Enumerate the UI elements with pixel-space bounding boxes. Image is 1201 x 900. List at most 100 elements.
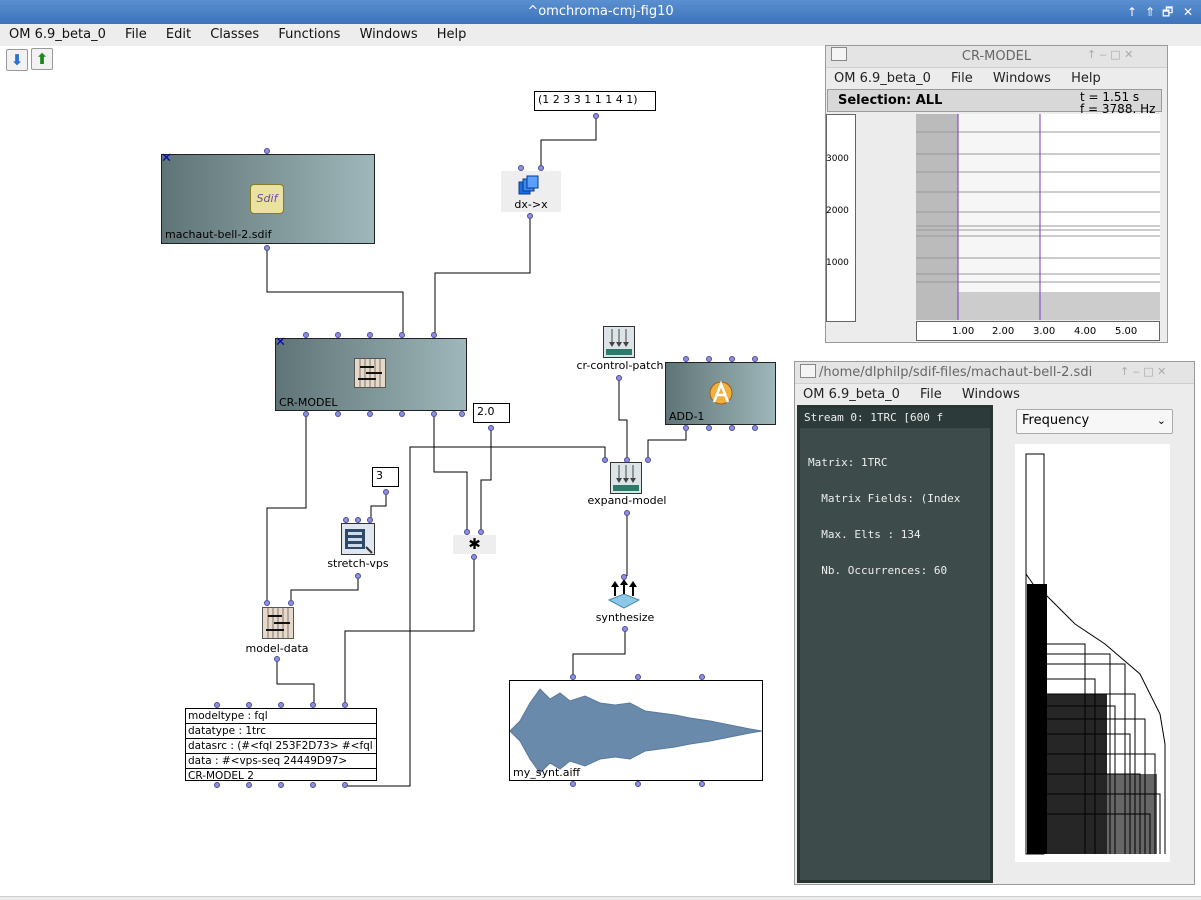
outlet[interactable] — [624, 510, 630, 516]
outlet[interactable] — [622, 626, 628, 632]
inlet[interactable] — [367, 332, 373, 338]
outlet[interactable] — [593, 113, 599, 119]
window-menu-icon[interactable] — [831, 47, 847, 61]
window-maximize-button[interactable]: 🗗 — [1162, 5, 1174, 19]
inlet[interactable] — [706, 356, 712, 362]
menu-om[interactable]: OM 6.9_beta_0 — [834, 71, 931, 86]
down-arrow-icon[interactable]: ⬇ — [6, 49, 28, 71]
menu-om[interactable]: OM 6.9_beta_0 — [9, 27, 106, 42]
inlet[interactable] — [464, 529, 470, 535]
menu-help[interactable]: Help — [436, 27, 467, 42]
inlet[interactable] — [683, 356, 689, 362]
outlet[interactable] — [303, 411, 309, 417]
outlet[interactable] — [635, 781, 641, 787]
inlet[interactable] — [214, 702, 220, 708]
menu-functions[interactable]: Functions — [278, 27, 341, 42]
outlet[interactable] — [399, 411, 405, 417]
inlet[interactable] — [288, 600, 294, 606]
menu-windows[interactable]: Windows — [359, 27, 418, 42]
inlet[interactable] — [335, 332, 341, 338]
outlet[interactable] — [264, 245, 270, 251]
inlet[interactable] — [538, 165, 544, 171]
outlet[interactable] — [342, 782, 348, 788]
menu-edit[interactable]: Edit — [165, 27, 192, 42]
inlet[interactable] — [264, 148, 270, 154]
menu-file[interactable]: File — [919, 387, 942, 402]
outlet[interactable] — [355, 573, 361, 579]
stream-header[interactable]: Stream 0: 1TRC [600 f — [800, 408, 990, 428]
inlet[interactable] — [645, 457, 651, 463]
window-minimize-button[interactable]: ⇑ — [1145, 5, 1156, 19]
menu-file[interactable]: File — [124, 27, 147, 42]
expand-model-label: expand-model — [587, 494, 667, 507]
inlet[interactable] — [246, 702, 252, 708]
outlet[interactable] — [431, 411, 437, 417]
outlet[interactable] — [214, 782, 220, 788]
inlet[interactable] — [431, 332, 437, 338]
instance-row: modeltype : fql — [186, 709, 376, 724]
inlet[interactable] — [635, 674, 641, 680]
window-controls-icon[interactable]: ↑ ‒ □ ✕ — [1120, 365, 1167, 378]
outlet[interactable] — [471, 554, 477, 560]
menu-file[interactable]: File — [950, 71, 973, 86]
inlet[interactable] — [602, 457, 608, 463]
menu-windows[interactable]: Windows — [992, 71, 1051, 86]
inlet[interactable] — [478, 529, 484, 535]
sound-box[interactable] — [509, 680, 763, 781]
outlet[interactable] — [527, 213, 533, 219]
outlet[interactable] — [246, 782, 252, 788]
inlet[interactable] — [278, 702, 284, 708]
inlet[interactable] — [310, 702, 316, 708]
inlet[interactable] — [303, 332, 309, 338]
menu-windows[interactable]: Windows — [961, 387, 1020, 402]
patch-icon[interactable] — [603, 326, 635, 358]
window-up-button[interactable]: ↑ — [1127, 5, 1138, 19]
outlet[interactable] — [616, 375, 622, 381]
outlet[interactable] — [488, 425, 494, 431]
outlet[interactable] — [706, 425, 712, 431]
instance-row: datasrc : (#<fql 253F2D73> #<fql — [186, 739, 376, 754]
window-controls-icon[interactable]: ↑ ‒ □ ✕ — [1087, 48, 1134, 61]
field-select[interactable]: Frequency ⌄ — [1016, 409, 1173, 434]
inlet[interactable] — [729, 356, 735, 362]
window-close-button[interactable]: ✕ — [1183, 5, 1194, 19]
inlet[interactable] — [355, 517, 361, 523]
menu-help[interactable]: Help — [1071, 71, 1101, 86]
outlet[interactable] — [274, 656, 280, 662]
outlet[interactable] — [459, 411, 465, 417]
multiply-box[interactable]: ✱ — [453, 535, 496, 554]
inlet[interactable] — [570, 674, 576, 680]
outlet[interactable] — [383, 489, 389, 495]
outlet[interactable] — [570, 781, 576, 787]
lock-x-icon[interactable]: ✕ — [275, 335, 286, 350]
outlet[interactable] — [310, 782, 316, 788]
cr-model-instance-box[interactable]: modeltype : fql datatype : 1trc datasrc … — [185, 708, 377, 782]
list-input-box[interactable]: (1 2 3 3 1 1 1 4 1) — [534, 91, 656, 111]
inlet[interactable] — [264, 600, 270, 606]
outlet[interactable] — [729, 425, 735, 431]
menu-classes[interactable]: Classes — [210, 27, 260, 42]
outlet[interactable] — [683, 425, 689, 431]
up-arrow-icon[interactable]: ⬆ — [31, 48, 53, 70]
number-box-3[interactable]: 3 — [372, 467, 399, 487]
cr-model-window-menubar: OM 6.9_beta_0 File Windows Help — [826, 68, 1167, 90]
outlet[interactable] — [752, 425, 758, 431]
outlet[interactable] — [335, 411, 341, 417]
outlet[interactable] — [699, 781, 705, 787]
outlet[interactable] — [278, 782, 284, 788]
inlet[interactable] — [367, 517, 373, 523]
inlet[interactable] — [342, 702, 348, 708]
inlet[interactable] — [699, 674, 705, 680]
window-title: ^omchroma-cmj-fig10 — [527, 4, 674, 19]
cr-model-plot[interactable] — [916, 114, 1160, 320]
inlet[interactable] — [399, 332, 405, 338]
outlet[interactable] — [367, 411, 373, 417]
number-box-2[interactable]: 2.0 — [473, 403, 510, 423]
lock-x-icon[interactable]: ✕ — [161, 151, 172, 166]
inlet[interactable] — [518, 165, 524, 171]
inlet[interactable] — [752, 356, 758, 362]
window-menu-icon[interactable] — [800, 364, 816, 378]
menu-om[interactable]: OM 6.9_beta_0 — [803, 387, 900, 402]
frequency-plot[interactable] — [1015, 444, 1170, 862]
inlet[interactable] — [343, 517, 349, 523]
